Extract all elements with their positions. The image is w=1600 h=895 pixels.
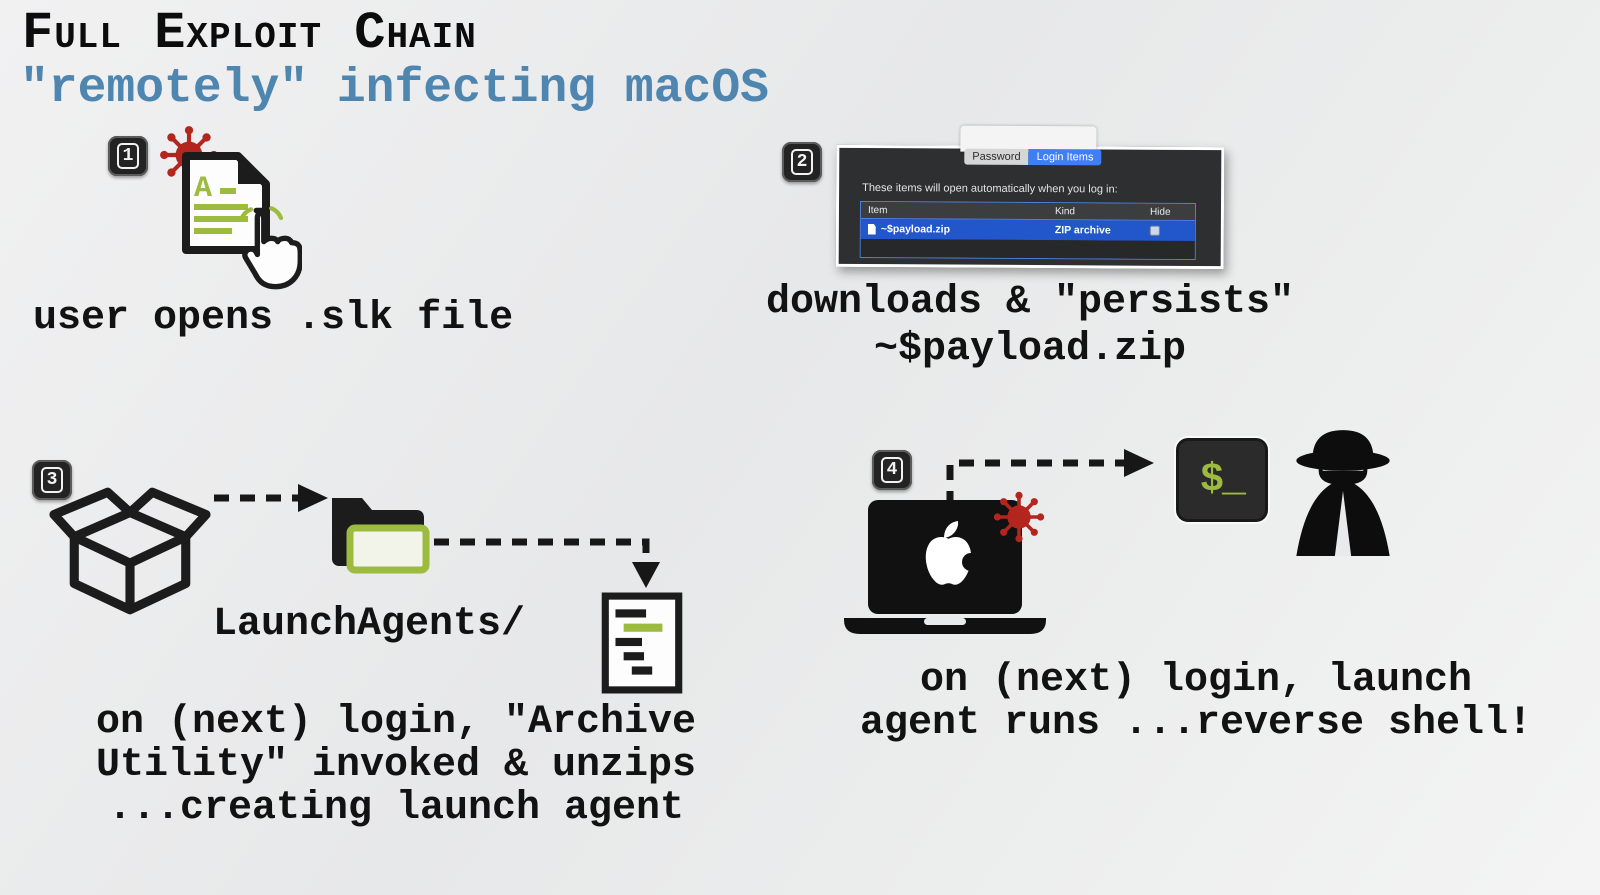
step3-caption-line2: Utility" invoked & unzips bbox=[95, 742, 697, 788]
launchagents-label: LaunchAgents/ bbox=[213, 602, 526, 647]
doc-letter: A bbox=[194, 172, 212, 206]
login-items-screenshot: Password Login Items These items will op… bbox=[835, 125, 1225, 270]
step3-caption: on (next) login, "Archive Utility" invok… bbox=[58, 700, 734, 831]
terminal-icon: $_ bbox=[1176, 438, 1268, 522]
box-to-folder-arrow bbox=[214, 484, 328, 512]
page-subtitle: "remotely" infecting macOS bbox=[20, 62, 769, 116]
hacker-spy-icon bbox=[1296, 430, 1390, 556]
step1-caption: user opens .slk file bbox=[33, 296, 514, 341]
step4-badge: 4 bbox=[872, 450, 912, 490]
virus-icon-small bbox=[993, 491, 1045, 543]
step4-badge-number: 4 bbox=[881, 457, 903, 483]
step3-badge: 3 bbox=[32, 460, 72, 500]
launch-agent-doc-icon bbox=[601, 592, 683, 694]
hide-checkbox bbox=[1149, 225, 1160, 236]
folder-to-agent-arrow bbox=[434, 538, 660, 588]
table-empty-area bbox=[860, 238, 1195, 260]
login-items-table: Item Kind Hide ~$payload.zip ZIP archive bbox=[859, 200, 1197, 261]
row-item-name: ~$payload.zip bbox=[880, 223, 951, 236]
step2-badge: 2 bbox=[782, 142, 822, 182]
apple-logo bbox=[925, 521, 980, 585]
panel-description: These items will open automatically when… bbox=[862, 181, 1118, 196]
tab-login-items: Login Items bbox=[1028, 148, 1102, 166]
step3-badge-number: 3 bbox=[41, 467, 63, 493]
login-item-row: ~$payload.zip ZIP archive bbox=[860, 218, 1195, 242]
step3-caption-line3: ...creating launch agent bbox=[107, 785, 685, 831]
tab-password: Password bbox=[964, 148, 1029, 165]
step3-caption-line1: on (next) login, "Archive bbox=[95, 700, 697, 745]
step4-caption-line2: agent runs ...reverse shell! bbox=[859, 700, 1533, 746]
step2-caption-line2: ~$payload.zip bbox=[873, 326, 1187, 372]
open-box-icon bbox=[49, 487, 211, 615]
page-title: Full Exploit Chain bbox=[22, 4, 477, 63]
table-header: Item Kind Hide bbox=[860, 201, 1196, 222]
folder-icon bbox=[332, 498, 430, 574]
zip-file-icon bbox=[868, 224, 876, 235]
laptop-icon bbox=[844, 500, 1046, 634]
row-hide-cell bbox=[1149, 225, 1195, 236]
step2-caption-line1: downloads & "persists" bbox=[765, 280, 1295, 325]
step4-caption: on (next) login, launch agent runs ...re… bbox=[828, 658, 1564, 746]
tap-hand-icon bbox=[239, 206, 302, 290]
col-item: Item bbox=[867, 204, 888, 216]
col-kind: Kind bbox=[1054, 205, 1076, 217]
row-kind: ZIP archive bbox=[1054, 224, 1111, 237]
step1-badge: 1 bbox=[108, 136, 148, 176]
row-item-cell: ~$payload.zip bbox=[861, 223, 1055, 236]
terminal-prompt: $_ bbox=[1199, 457, 1246, 503]
step2-caption: downloads & "persists" ~$payload.zip bbox=[716, 280, 1344, 374]
step4-caption-line1: on (next) login, launch bbox=[919, 658, 1473, 703]
col-hide: Hide bbox=[1149, 206, 1171, 218]
step2-badge-number: 2 bbox=[791, 149, 813, 175]
step1-badge-number: 1 bbox=[117, 143, 139, 169]
panel-tabs: Password Login Items bbox=[964, 148, 1102, 166]
